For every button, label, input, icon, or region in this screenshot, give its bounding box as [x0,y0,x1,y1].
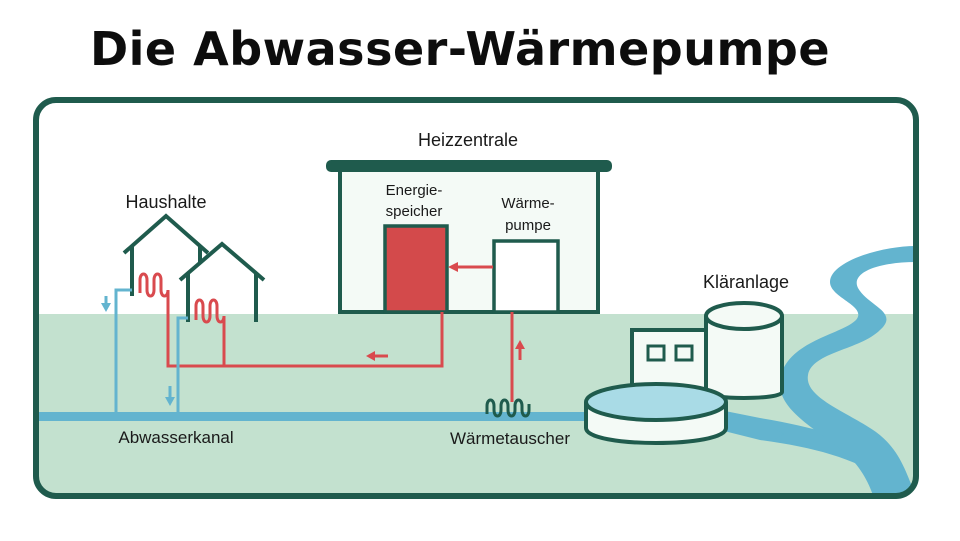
plant-building [630,328,712,392]
heating-center-roof [326,160,612,172]
riser-flow-arrow [515,340,525,349]
plant-window-1 [646,344,666,362]
frame [33,97,919,499]
label-energiespeicher-line1: Energie- [386,182,443,199]
house-1-drain [114,288,132,413]
settling-basin-water [584,382,728,422]
page-title: Die Abwasser-Wärmepumpe [89,22,831,76]
house-2-radiator [194,298,226,366]
supply-flow-arrow [366,351,375,361]
house-1-radiator [138,272,170,298]
house-2-drain [176,316,188,413]
label-klaeranlage: Kläranlage [703,272,789,292]
label-abwasserkanal: Abwasserkanal [118,428,233,447]
label-waermetauscher: Wärmetauscher [450,429,570,448]
heat-exchanger-coil [485,398,531,418]
outlet-stream [720,410,905,490]
house-2 [178,241,266,322]
sewer-channel [36,412,596,421]
outflow-arrow [775,429,784,439]
label-energiespeicher-line2: speicher [386,203,443,220]
heating-center [326,160,612,314]
energy-storage [383,224,449,314]
house-1 [122,213,210,296]
plant-window-2 [674,344,694,362]
label-waermepumpe-line1: Wärme- [501,195,554,212]
label-waermepumpe-line2: pumpe [505,217,551,234]
plant-tank-top [704,301,784,331]
label-haushalte: Haushalte [125,192,206,212]
drain-flow-arrow-1 [101,303,111,312]
label-heizzentrale: Heizzentrale [418,130,518,150]
heat-pump-box [492,239,560,314]
supply-pipe-main [166,290,444,368]
heat-pipes [138,272,531,418]
river [779,246,916,496]
pump-to-storage-arrow [448,262,458,272]
drain-flow-arrow-2 [165,397,175,406]
treatment-plant [584,301,784,445]
